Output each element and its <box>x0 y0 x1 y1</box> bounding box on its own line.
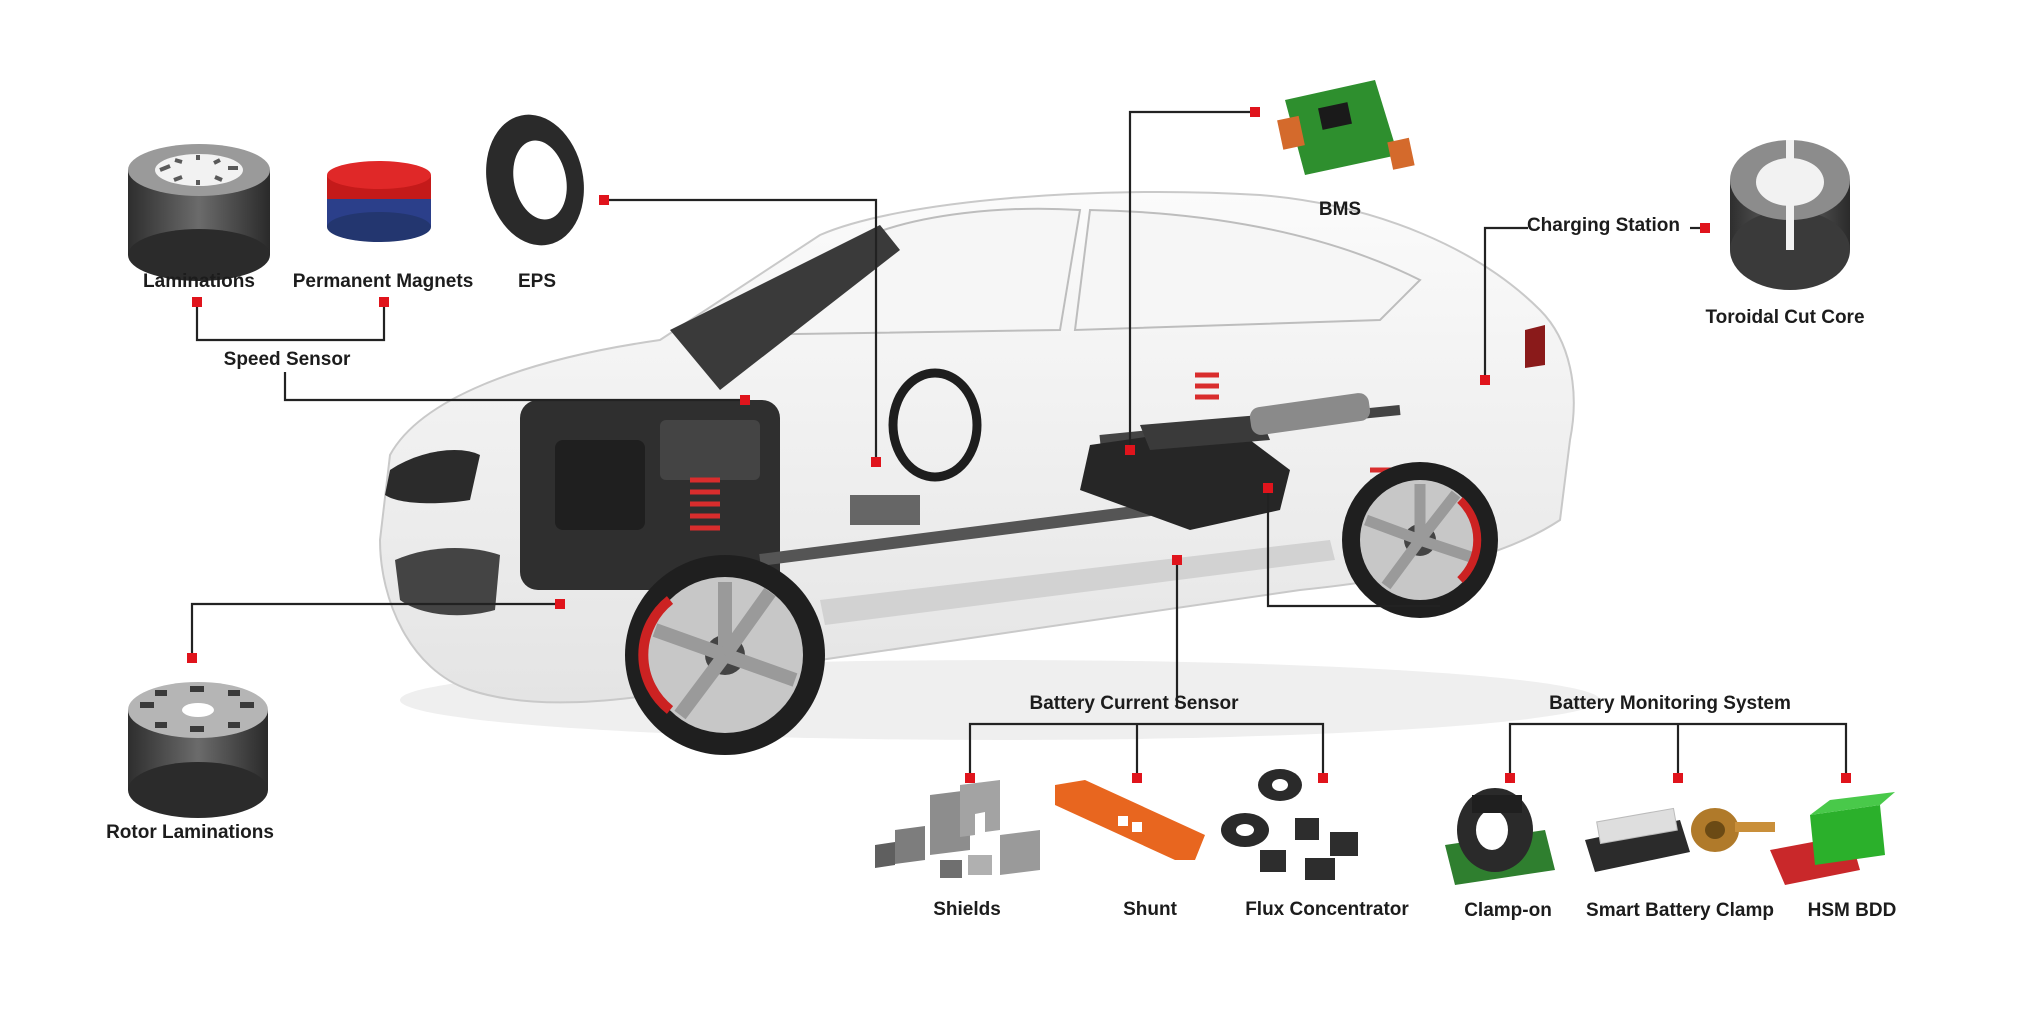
permanent-magnets-image <box>327 161 431 242</box>
battery-current-sensor-label: Battery Current Sensor <box>1029 693 1239 714</box>
marker-points <box>187 107 1851 783</box>
rotor-laminations-label: Rotor Laminations <box>106 822 274 843</box>
shields-image <box>875 780 1040 878</box>
clamp-on-image <box>1445 788 1555 885</box>
hsm-bdd-label: HSM BDD <box>1807 900 1897 921</box>
toroidal-cut-core-label: Toroidal Cut Core <box>1705 307 1865 328</box>
toroidal-cut-core-image <box>1730 140 1850 290</box>
shunt-label: Shunt <box>1123 899 1177 920</box>
laminations-image <box>128 144 270 281</box>
battery-monitoring-system-label: Battery Monitoring System <box>1549 693 1791 714</box>
flux-concentrator-image <box>1221 769 1358 880</box>
clamp-on-label: Clamp-on <box>1464 900 1552 921</box>
bms-image <box>1277 80 1415 175</box>
shunt-image <box>1055 780 1205 860</box>
permanent-magnets-label: Permanent Magnets <box>292 271 474 292</box>
charging-station-label: Charging Station <box>1526 215 1680 236</box>
smart-battery-clamp-label: Smart Battery Clamp <box>1586 900 1774 921</box>
hsm-bdd-image <box>1770 792 1895 885</box>
smart-battery-clamp-image <box>1585 807 1775 872</box>
bms-label: BMS <box>1318 199 1362 220</box>
eps-label: EPS <box>517 271 557 292</box>
laminations-label: Laminations <box>143 271 255 292</box>
connector-lines <box>190 110 1848 778</box>
shields-label: Shields <box>933 899 1001 920</box>
car-illustration <box>378 190 1600 755</box>
eps-image <box>486 114 584 246</box>
speed-sensor-label: Speed Sensor <box>223 349 351 370</box>
flux-concentrator-label: Flux Concentrator <box>1245 899 1409 920</box>
rotor-laminations-image <box>128 682 268 818</box>
